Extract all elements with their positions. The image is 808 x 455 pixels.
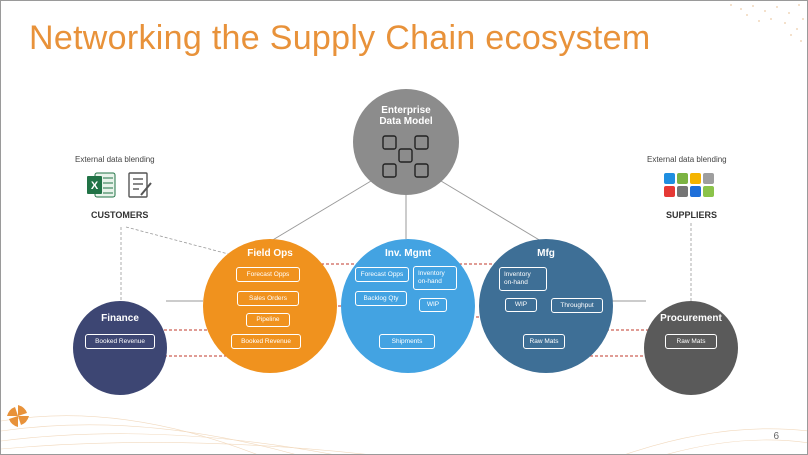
excel-icon: X	[87, 172, 116, 198]
inv-mgmt-backlog-qty: Backlog Qty	[355, 291, 407, 306]
field-ops-forecast-opps: Forecast Opps	[236, 267, 300, 282]
suppliers-label: SUPPLIERS	[666, 210, 718, 220]
procurement-raw-mats: Raw Mats	[665, 334, 717, 349]
field-ops-booked-revenue: Booked Revenue	[231, 334, 301, 349]
data-model-icon	[382, 135, 429, 178]
field-ops-title: Field Ops	[247, 248, 293, 259]
field-ops-pipeline: Pipeline	[246, 313, 290, 327]
supplier-app-icons	[664, 173, 714, 197]
inv-mgmt-title: Inv. Mgmt	[385, 248, 431, 259]
android-icon	[677, 173, 688, 184]
customers-label: CUSTOMERS	[91, 210, 149, 220]
google-drive-icon	[690, 173, 701, 184]
company-logo	[7, 405, 29, 427]
mfg-title: Mfg	[537, 248, 555, 259]
slide-title: Networking the Supply Chain ecosystem	[29, 19, 651, 57]
gear-icon	[703, 173, 714, 184]
dropbox-icon	[690, 186, 701, 197]
hub-title: Enterprise Data Model	[353, 105, 459, 127]
enterprise-data-model-hub	[353, 89, 459, 195]
suppliers-caption: External data blending	[647, 155, 727, 164]
inv-mgmt-wip: WIP	[419, 298, 447, 312]
mfg-throughput: Throughput	[551, 298, 603, 313]
apple-icon	[677, 186, 688, 197]
mfg-raw-mats: Raw Mats	[523, 334, 565, 349]
mfg-inventory-line2: on-hand	[504, 279, 528, 286]
field-ops-node	[203, 239, 337, 373]
customers-caption: External data blending	[75, 155, 155, 164]
finance-booked-revenue: Booked Revenue	[85, 334, 155, 349]
page-number: 6	[773, 431, 779, 442]
inv-mgmt-shipments: Shipments	[379, 334, 435, 349]
android-robot-icon	[703, 186, 714, 197]
hub-title-line2: Data Model	[379, 116, 433, 127]
finance-title: Finance	[101, 313, 139, 324]
mfg-wip: WIP	[505, 298, 537, 312]
inv-mgmt-forecast-opps: Forecast Opps	[355, 267, 409, 282]
mfg-node	[479, 239, 613, 373]
document-checklist-icon	[128, 172, 152, 198]
inv-mgmt-inventory-line1: Inventory	[418, 270, 445, 277]
field-ops-sales-orders: Sales Orders	[237, 291, 299, 306]
inv-mgmt-node	[341, 239, 475, 373]
mfg-inventory-line1: Inventory	[504, 271, 531, 278]
inv-mgmt-inventory-line2: on-hand	[418, 278, 442, 285]
mfg-inventory-on-hand: Inventory on-hand	[499, 267, 547, 291]
hub-title-line1: Enterprise	[381, 105, 431, 116]
windows-icon	[664, 173, 675, 184]
svg-text:X: X	[91, 180, 99, 192]
procurement-title: Procurement	[660, 313, 722, 324]
inv-mgmt-inventory-on-hand: Inventory on-hand	[413, 266, 457, 290]
rocket-icon	[664, 186, 675, 197]
